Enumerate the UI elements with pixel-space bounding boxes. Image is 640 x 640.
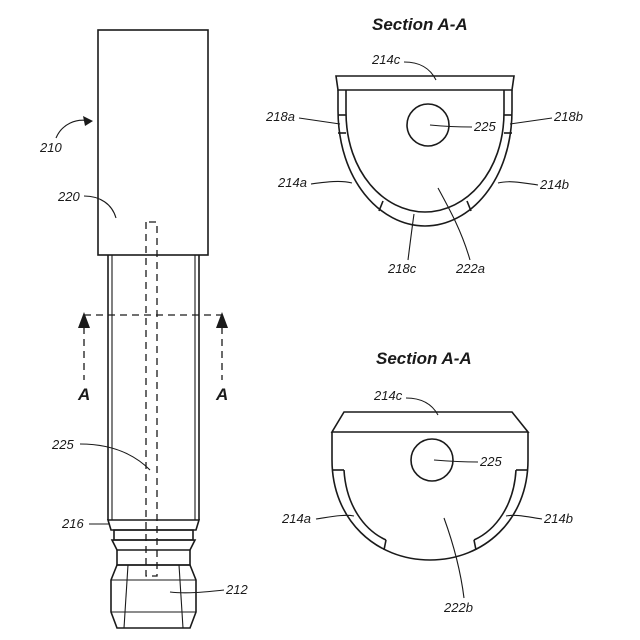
- section-arrow-left-head: [78, 312, 90, 328]
- label-210: 210: [39, 140, 62, 155]
- section-arrow-right-head: [216, 312, 228, 328]
- plug-tip-212: [110, 564, 197, 629]
- clip-214b-bottom: [473, 539, 477, 551]
- leader-212: [169, 589, 225, 594]
- leader-214a-bottom: [315, 514, 355, 520]
- label-218c: 218c: [387, 261, 417, 276]
- label-214b-bottom: 214b: [543, 511, 573, 526]
- collar-ring-3: [110, 539, 197, 551]
- leader-225-plug: [79, 443, 151, 471]
- leader-225-bottom: [433, 459, 479, 463]
- slot-218c-right: [466, 200, 472, 212]
- tip-facet-left: [123, 564, 129, 629]
- leader-214b-top: [497, 181, 539, 186]
- section-letter-left: A: [77, 385, 90, 404]
- leader-218c: [407, 213, 415, 261]
- label-214b-top: 214b: [539, 177, 569, 192]
- plug-side-view: A A 210 220 225 216 212: [39, 29, 248, 629]
- leader-218a: [298, 117, 341, 125]
- section-title-top: Section A-A: [372, 15, 468, 34]
- leader-214c-bottom: [405, 397, 439, 416]
- section-view-bottom: Section A-A 214c 225 214a 214b 222b: [281, 349, 573, 615]
- tip-facet-right: [178, 564, 184, 629]
- label-218a: 218a: [265, 109, 295, 124]
- label-220: 220: [57, 189, 80, 204]
- leader-214a-top: [310, 180, 353, 185]
- collar-ring-2: [113, 529, 194, 541]
- clip-214a-inner: [343, 469, 387, 541]
- label-225-bottom: 225: [479, 454, 502, 469]
- label-222b: 222b: [443, 600, 473, 615]
- center-bore-225-bottom: [410, 438, 454, 482]
- top-plate-214c-bottom: [330, 411, 530, 433]
- leader-222b: [443, 517, 465, 599]
- label-214a-bottom: 214a: [281, 511, 311, 526]
- leader-222a: [437, 187, 471, 261]
- section-title-bottom: Section A-A: [376, 349, 472, 368]
- slot-218c-left: [378, 200, 384, 212]
- label-222a: 222a: [455, 261, 485, 276]
- collar-ring-216: [106, 519, 201, 531]
- label-225-plug: 225: [51, 437, 74, 452]
- plug-handle-body: [97, 29, 209, 256]
- label-214a-top: 214a: [277, 175, 307, 190]
- label-218b: 218b: [553, 109, 583, 124]
- leader-218b: [509, 117, 553, 125]
- leader-214c-top: [403, 61, 437, 81]
- section-letter-right: A: [215, 385, 228, 404]
- inner-shell: [345, 90, 505, 213]
- leader-214b-bottom: [505, 514, 543, 520]
- label-216: 216: [61, 516, 84, 531]
- label-214c-bottom: 214c: [373, 388, 403, 403]
- label-225-top: 225: [473, 119, 496, 134]
- label-214c-top: 214c: [371, 52, 401, 67]
- outer-shell-bottom: [331, 432, 529, 561]
- arrowhead-210: [83, 116, 93, 126]
- leader-220: [83, 195, 117, 219]
- hidden-bore-225: [145, 221, 158, 577]
- top-plate-214c: [335, 75, 515, 91]
- leader-225-top: [429, 124, 473, 128]
- clip-214a-bottom: [383, 539, 387, 551]
- section-view-top: Section A-A 214c 218a 218b 225 214a 214b…: [265, 15, 583, 276]
- outer-shell: [337, 90, 513, 227]
- plug-neck: [116, 550, 191, 566]
- center-bore-225-top: [406, 103, 450, 147]
- label-212: 212: [225, 582, 248, 597]
- clip-214b-inner: [473, 469, 517, 541]
